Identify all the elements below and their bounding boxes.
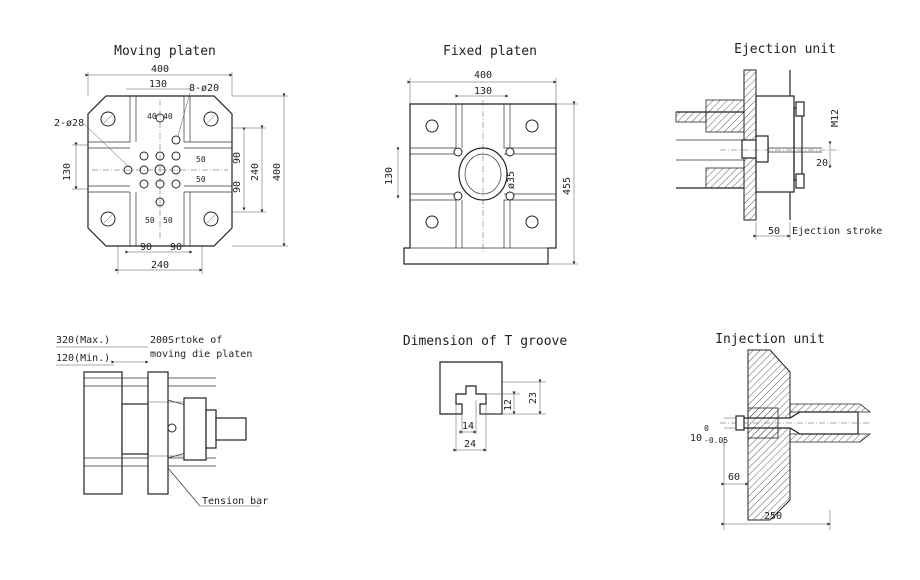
ejection-thread-label: M12 — [830, 109, 841, 127]
injection-d60-label: 60 — [728, 472, 740, 483]
moving-platen-body — [87, 95, 233, 247]
moving-bottom-90b: 90 — [170, 242, 182, 253]
stroke-section-view: 320(Max.) 120(Min.) 200Srtoke of moving … — [56, 335, 268, 507]
moving-right-90b: 90 — [232, 181, 243, 193]
moving-dim-40a: 40 — [147, 112, 157, 121]
moving-right-400: 400 — [272, 163, 283, 181]
injection-unit-title: Injection unit — [715, 332, 825, 347]
moving-right-90a: 90 — [232, 152, 243, 164]
fixed-height-label: 455 — [562, 177, 573, 195]
moving-left-130-label: 130 — [62, 163, 73, 181]
stroke-max-label: 320(Max.) — [56, 335, 110, 346]
stroke-label-b: moving die platen — [150, 349, 252, 360]
moving-dim-40b: 40 — [163, 112, 173, 121]
moving-dim-50d: 50 — [163, 216, 173, 225]
t-groove-d24: 24 — [464, 439, 476, 450]
stroke-min-label: 120(Min.) — [56, 353, 110, 364]
fixed-left-130-label: 130 — [384, 167, 395, 185]
injection-tol-up: 0 — [704, 424, 709, 433]
fixed-dia-label: ø35 — [506, 171, 517, 189]
moving-bottom-240: 240 — [151, 260, 169, 271]
t-groove-d14: 14 — [462, 421, 474, 432]
moving-bottom-90a: 90 — [140, 242, 152, 253]
moving-platen-view: Moving platen 400 130 — [54, 44, 288, 274]
tension-bar-label: Tension bar — [202, 496, 268, 507]
moving-ejector-holes — [123, 113, 181, 207]
ejection-unit-title: Ejection unit — [734, 42, 836, 57]
fixed-width-label: 400 — [474, 70, 492, 81]
t-groove-d23: 23 — [528, 392, 539, 404]
t-groove-profile — [439, 361, 503, 415]
moving-2-holes-label: 2-ø28 — [54, 118, 84, 129]
moving-platen-title: Moving platen — [114, 44, 216, 59]
moving-dim-50a: 50 — [196, 155, 206, 164]
t-groove-d12: 12 — [503, 399, 514, 411]
moving-dim-50b: 50 — [196, 175, 206, 184]
ejection-d20-label: 20 — [816, 158, 828, 169]
injection-tol-dn: -0.05 — [704, 436, 728, 445]
ejection-unit-view: Ejection unit M12 20 50 Ejection stroke — [675, 42, 882, 240]
fixed-platen-title: Fixed platen — [443, 44, 537, 59]
ejection-stroke-label: Ejection stroke — [792, 226, 882, 237]
moving-top-inner-label: 130 — [149, 79, 167, 90]
moving-right-240: 240 — [250, 163, 261, 181]
injection-d250-label: 250 — [764, 511, 782, 522]
moving-dim-50c: 50 — [145, 216, 155, 225]
t-groove-title: Dimension of T groove — [403, 334, 568, 349]
t-groove-view: Dimension of T groove 12 23 14 24 — [403, 334, 568, 452]
injection-tol-label: 10 — [690, 433, 702, 444]
fixed-top-inner-label: 130 — [474, 86, 492, 97]
injection-unit-view: Injection unit 10 0 -0.05 60 250 — [690, 332, 872, 530]
moving-width-label: 400 — [151, 64, 169, 75]
fixed-platen-view: Fixed platen 400 130 ø35 130 455 — [384, 44, 578, 265]
stroke-label-a: 200Srtoke of — [150, 335, 222, 346]
moving-8-holes-label: 8-ø20 — [189, 83, 219, 94]
ejection-d50-label: 50 — [768, 226, 780, 237]
